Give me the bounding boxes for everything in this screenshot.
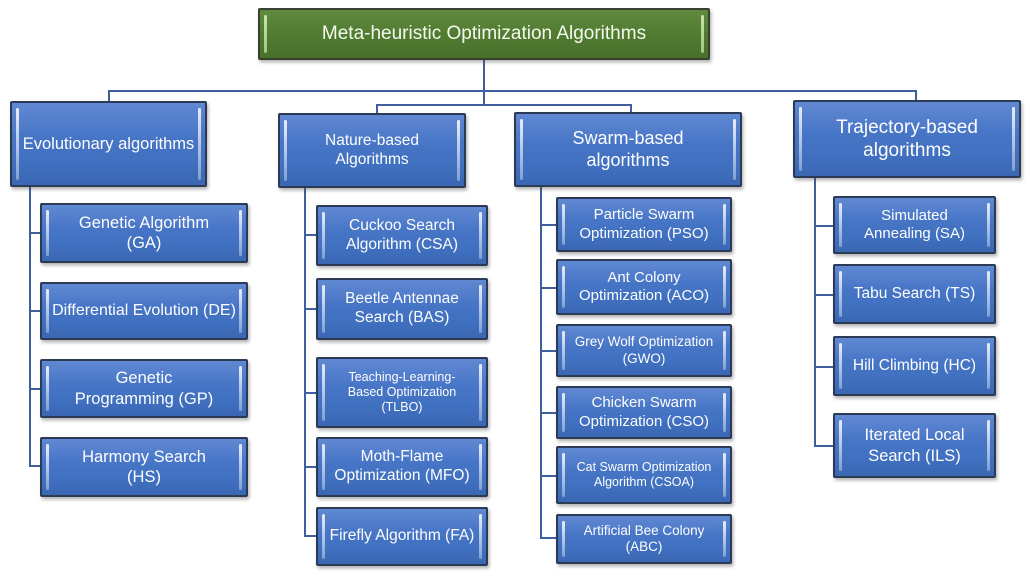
branch-label: Trajectory-based algorithms	[836, 116, 978, 161]
connector-trunk	[483, 60, 485, 105]
connector-stub	[540, 537, 556, 539]
branch-nature-based: Nature-based Algorithms	[278, 113, 466, 188]
root-label: Meta-heuristic Optimization Algorithms	[321, 23, 647, 45]
connector-stub	[814, 445, 833, 447]
connector-stub	[814, 366, 833, 368]
node-csoa: Cat Swarm Optimization Algorithm (CSOA)	[556, 446, 732, 504]
node-label: Cat Swarm Optimization Algorithm (CSOA)	[576, 459, 712, 489]
connector-drop-swarm	[630, 104, 632, 113]
connector-drop-nature	[376, 104, 378, 115]
branch-label: Evolutionary algorithms	[22, 134, 195, 153]
connector-stub	[814, 294, 833, 296]
node-label: Ant Colony Optimization (ACO)	[578, 268, 710, 304]
node-label: Harmony Search (HS)	[82, 447, 206, 486]
node-cso: Chicken Swarm Optimization (CSO)	[556, 386, 732, 439]
connector-drop-evolutionary	[108, 90, 110, 103]
node-hs: Harmony Search (HS)	[40, 437, 248, 497]
node-label: Genetic Algorithm (GA)	[78, 213, 210, 252]
node-label: Differential Evolution (DE)	[52, 302, 236, 320]
node-ts: Tabu Search (TS)	[833, 264, 996, 324]
connector-stub	[29, 388, 40, 390]
connector-stub	[304, 392, 316, 394]
node-fa: Firefly Algorithm (FA)	[316, 507, 488, 566]
node-gp: Genetic Programming (GP)	[40, 359, 248, 418]
connector-stub	[304, 308, 316, 310]
branch-label: Nature-based Algorithms	[325, 131, 419, 168]
node-ga: Genetic Algorithm (GA)	[40, 203, 248, 263]
node-de: Differential Evolution (DE)	[40, 282, 248, 340]
connector-stub	[814, 225, 833, 227]
connector-branch-line	[29, 187, 31, 467]
connector-stub	[304, 234, 316, 236]
node-bas: Beetle Antennae Search (BAS)	[316, 278, 488, 340]
node-abc: Artificial Bee Colony (ABC)	[556, 514, 732, 564]
node-label: Grey Wolf Optimization (GWO)	[574, 334, 714, 366]
connector-branch-line	[814, 178, 816, 447]
node-csa: Cuckoo Search Algorithm (CSA)	[316, 205, 488, 266]
branch-evolutionary: Evolutionary algorithms	[10, 101, 207, 187]
connector-stub	[540, 475, 556, 477]
node-label: Chicken Swarm Optimization (CSO)	[578, 394, 710, 430]
connector-stub	[304, 535, 316, 537]
connector-inner-horizontal	[376, 104, 632, 106]
node-mfo: Moth-Flame Optimization (MFO)	[316, 437, 488, 497]
connector-stub	[540, 224, 556, 226]
connector-stub	[540, 412, 556, 414]
root-node: Meta-heuristic Optimization Algorithms	[258, 8, 710, 60]
connector-stub	[304, 466, 316, 468]
node-label: Teaching-Learning-Based Optimization (TL…	[347, 369, 457, 415]
node-tlbo: Teaching-Learning-Based Optimization (TL…	[316, 357, 488, 428]
connector-stub	[29, 232, 40, 234]
branch-label: Swarm-based algorithms	[572, 127, 684, 170]
node-label: Moth-Flame Optimization (MFO)	[334, 448, 470, 484]
node-label: Artificial Bee Colony (ABC)	[583, 522, 705, 554]
branch-trajectory-based: Trajectory-based algorithms	[793, 100, 1021, 178]
connector-branch-line	[540, 186, 542, 539]
node-pso: Particle Swarm Optimization (PSO)	[556, 197, 732, 252]
node-label: Genetic Programming (GP)	[74, 369, 214, 408]
connector-stub	[540, 287, 556, 289]
node-ils: Iterated Local Search (ILS)	[833, 413, 996, 478]
connector-drop-trajectory	[915, 90, 917, 101]
node-gwo: Grey Wolf Optimization (GWO)	[556, 324, 732, 377]
node-aco: Ant Colony Optimization (ACO)	[556, 259, 732, 315]
node-label: Particle Swarm Optimization (PSO)	[579, 206, 709, 242]
node-label: Tabu Search (TS)	[853, 284, 976, 302]
branch-swarm-based: Swarm-based algorithms	[514, 112, 742, 187]
connector-outer-horizontal	[108, 90, 917, 92]
node-hc: Hill Climbing (HC)	[833, 336, 996, 396]
connector-stub	[29, 465, 40, 467]
connector-stub	[29, 310, 40, 312]
connector-stub	[540, 350, 556, 352]
node-sa: Simulated Annealing (SA)	[833, 196, 996, 254]
node-label: Firefly Algorithm (FA)	[329, 527, 475, 545]
node-label: Iterated Local Search (ILS)	[864, 426, 965, 465]
node-label: Simulated Annealing (SA)	[864, 206, 965, 242]
node-label: Hill Climbing (HC)	[852, 356, 977, 374]
node-label: Beetle Antennae Search (BAS)	[345, 290, 459, 326]
node-label: Cuckoo Search Algorithm (CSA)	[346, 216, 458, 253]
connector-branch-line	[304, 188, 306, 537]
